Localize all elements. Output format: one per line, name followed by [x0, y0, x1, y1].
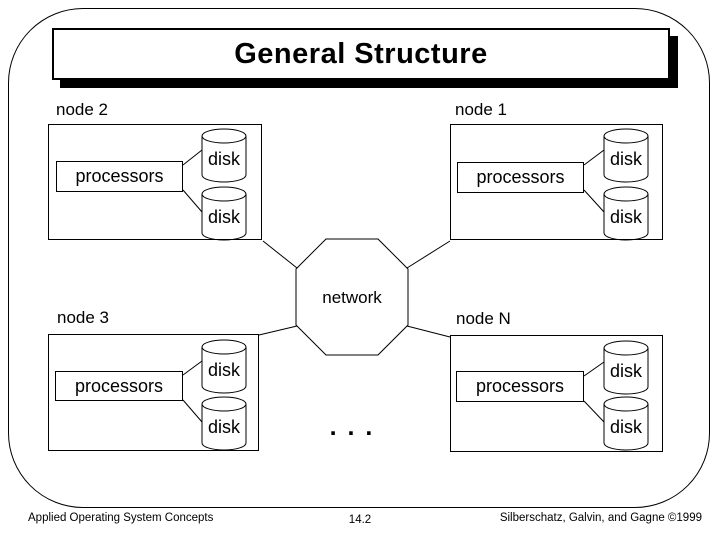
- node-N-processors-box: processors: [456, 371, 584, 402]
- node-3-box: [48, 334, 259, 451]
- node-N-label: node N: [456, 309, 511, 328]
- footer-credit: Silberschatz, Galvin, and Gagne ©1999: [499, 512, 702, 524]
- node-2-box: [48, 124, 262, 240]
- slide-frame: [8, 8, 710, 508]
- disk-cylinder: disk: [603, 340, 649, 395]
- disk-cylinder: disk: [201, 186, 247, 241]
- disk-label: disk: [208, 207, 241, 227]
- node-1-label: node 1: [455, 100, 507, 119]
- processors-label: processors: [476, 167, 565, 187]
- network-octagon: [295, 238, 409, 356]
- link-node1-network: [406, 240, 451, 269]
- disk-cylinder: disk: [603, 396, 649, 451]
- disk-label: disk: [208, 417, 241, 437]
- node-2-storage: disk disk: [182, 128, 247, 241]
- disk-cylinder: disk: [201, 128, 247, 183]
- node-3-label: node 3: [57, 308, 109, 327]
- processor-disk-line: [583, 400, 605, 423]
- processor-disk-line: [583, 149, 605, 166]
- slide-title: General Structure: [234, 37, 488, 70]
- more-nodes-ellipsis: . . .: [329, 413, 375, 441]
- footer-book-title: Applied Operating System Concepts: [28, 512, 214, 524]
- link-nodeN-network: [406, 325, 451, 338]
- processor-disk-line: [583, 189, 605, 213]
- processors-label: processors: [74, 375, 164, 396]
- footer-slide-number: 14.2: [348, 514, 372, 526]
- node-1-processors-box: processors: [457, 162, 584, 193]
- processor-disk-line: [182, 189, 203, 213]
- disk-label: disk: [208, 149, 241, 169]
- disk-cylinder: disk: [603, 128, 649, 183]
- disk-cylinder: disk: [603, 186, 649, 241]
- disk-label: disk: [610, 149, 643, 169]
- processor-disk-line: [182, 360, 203, 376]
- disk-label: disk: [208, 360, 241, 380]
- disk-cylinder: disk: [201, 339, 247, 394]
- node-1-box: [450, 124, 663, 240]
- processors-label: processors: [475, 376, 565, 396]
- disk-label: disk: [610, 207, 643, 227]
- node-3-processors-box: processors: [55, 371, 183, 401]
- title-bar: General Structure: [52, 28, 670, 80]
- processor-disk-line: [182, 149, 203, 166]
- link-node3-network: [258, 325, 298, 336]
- network-label: network: [322, 288, 382, 307]
- node-3-storage: disk disk: [182, 339, 247, 451]
- processor-disk-line: [583, 361, 605, 377]
- node-N-storage: disk disk: [583, 340, 649, 451]
- processors-label: processors: [75, 166, 164, 186]
- disk-label: disk: [610, 361, 643, 381]
- node-1-storage: disk disk: [583, 128, 649, 241]
- disk-label: disk: [610, 417, 643, 437]
- node-2-label: node 2: [56, 100, 108, 119]
- disk-cylinder: disk: [201, 396, 247, 451]
- node-N-box: [450, 335, 663, 452]
- processor-disk-line: [182, 399, 203, 423]
- link-node2-network: [262, 240, 298, 269]
- node-2-processors-box: processors: [56, 161, 183, 192]
